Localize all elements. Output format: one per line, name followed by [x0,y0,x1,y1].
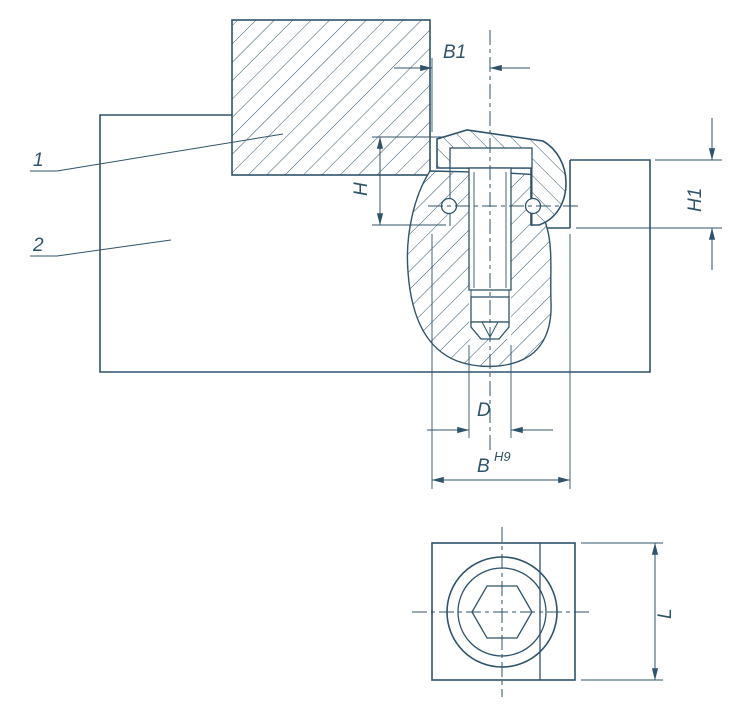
label-part1: 1 [33,150,44,171]
part1-block [231,19,431,176]
label-l: L [655,608,676,619]
part2-outline [99,114,651,373]
label-h1: H1 [685,188,706,212]
label-b: B [477,456,490,477]
dim-l: L [581,542,676,681]
dim-h1: H1 [576,118,722,270]
label-part2: 2 [32,235,44,256]
label-d: D [477,400,491,421]
label-b-tolerance: H9 [494,449,511,464]
label-b1: B1 [443,42,466,63]
leader-part2 [30,239,172,257]
part-callouts: 1 2 [30,133,284,257]
washer [449,147,533,169]
dim-b: B H9 [431,234,571,489]
bottom-view: L [412,527,676,697]
dim-h: H [351,136,446,226]
dim-b1: B1 [394,42,530,132]
section-view [99,19,651,452]
dimensions: B1 H H1 D B [351,42,722,489]
dim-d: D [427,345,553,438]
leader-part1 [30,133,284,172]
label-h: H [351,182,372,196]
